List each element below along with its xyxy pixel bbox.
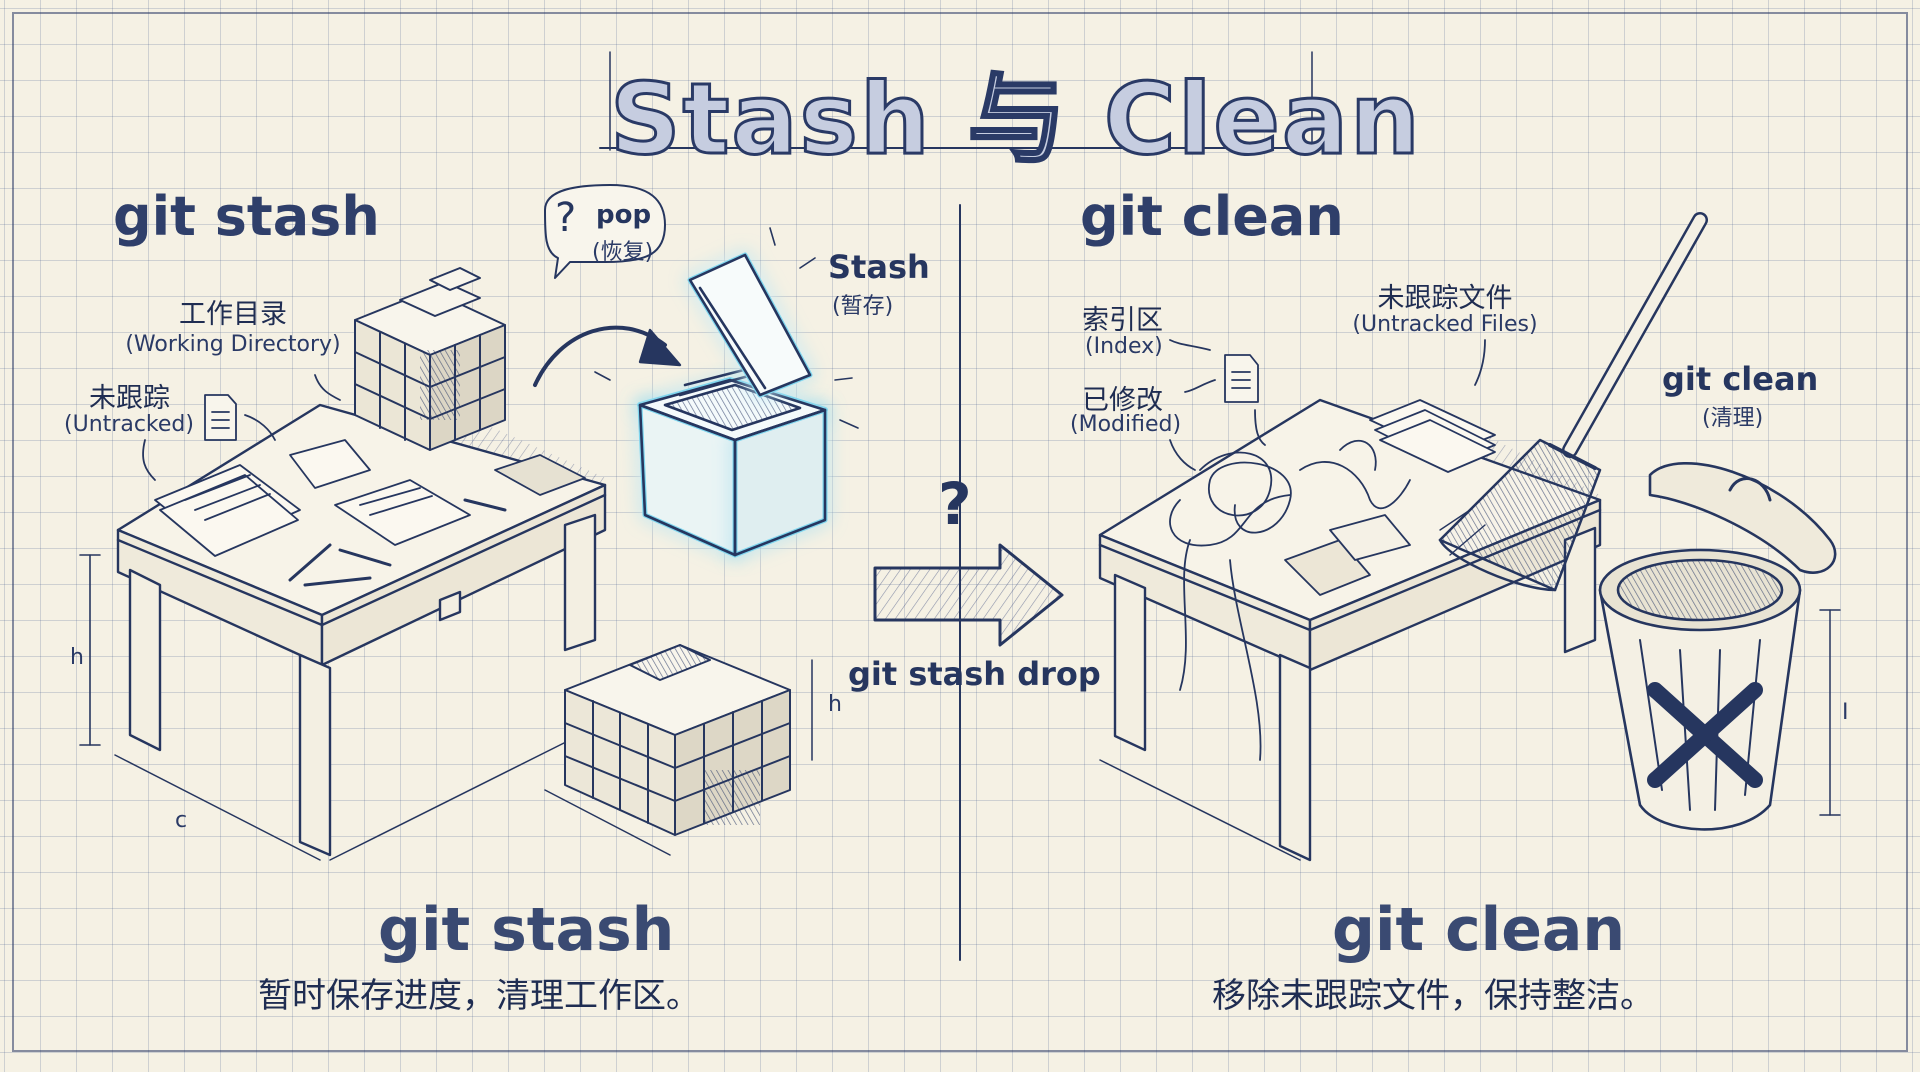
right-desk-papers <box>1284 399 1496 596</box>
stash-box <box>594 227 859 558</box>
stash-label: Stash <box>828 248 930 286</box>
broom <box>1438 212 1708 592</box>
dim-h-right: h <box>828 692 842 717</box>
index-label: 索引区 <box>1082 305 1163 336</box>
floor-cube-block <box>544 644 813 856</box>
left-cube-stack <box>354 267 506 451</box>
untracked-files-label-en: (Untracked Files) <box>1352 312 1538 337</box>
git-clean-label: git clean <box>1662 360 1819 398</box>
page-frame <box>12 12 1908 1052</box>
middle-question-mark: ? <box>938 470 972 538</box>
pop-label-cn: (恢复) <box>592 240 654 265</box>
untracked-label: 未跟踪 <box>89 383 170 414</box>
label-pointers <box>142 339 1486 481</box>
page-title: Stash 与 Clean <box>609 62 1422 179</box>
dim-h-left: h <box>70 645 84 670</box>
untracked-label-en: (Untracked) <box>64 412 194 437</box>
pop-bubble <box>544 184 666 279</box>
pop-label: pop <box>596 200 652 230</box>
tangled-cables <box>1169 439 1411 761</box>
dim-i: I <box>1842 700 1849 725</box>
desk-papers <box>154 439 586 587</box>
stash-drop-label: git stash drop <box>848 655 1101 693</box>
stash-label-cn: (暂存) <box>832 294 894 319</box>
modified-label-en: (Modified) <box>1070 412 1182 437</box>
right-bottom-caption: 移除未跟踪文件，保持整洁。 <box>1212 976 1654 1016</box>
pop-question-mark: ? <box>555 195 577 241</box>
left-bottom-caption: 暂时保存进度，清理工作区。 <box>258 976 700 1016</box>
working-dir-label: 工作目录 <box>179 299 287 330</box>
right-desk <box>1098 398 1602 862</box>
right-bottom-title: git clean <box>1332 895 1626 965</box>
index-label-en: (Index) <box>1085 334 1163 359</box>
transfer-arrow <box>873 543 1064 647</box>
left-heading: git stash <box>113 185 380 248</box>
untracked-files-label: 未跟踪文件 <box>1377 283 1513 314</box>
untracked-file-icon <box>204 394 237 441</box>
right-heading: git clean <box>1080 185 1344 248</box>
dim-c: c <box>175 808 188 833</box>
git-clean-label-cn: (清理) <box>1702 406 1764 431</box>
working-dir-label-en: (Working Directory) <box>125 332 341 357</box>
index-file-icon <box>1224 354 1259 403</box>
trash-can <box>1598 462 1841 831</box>
left-bottom-title: git stash <box>378 895 675 965</box>
modified-label: 已修改 <box>1082 385 1163 416</box>
